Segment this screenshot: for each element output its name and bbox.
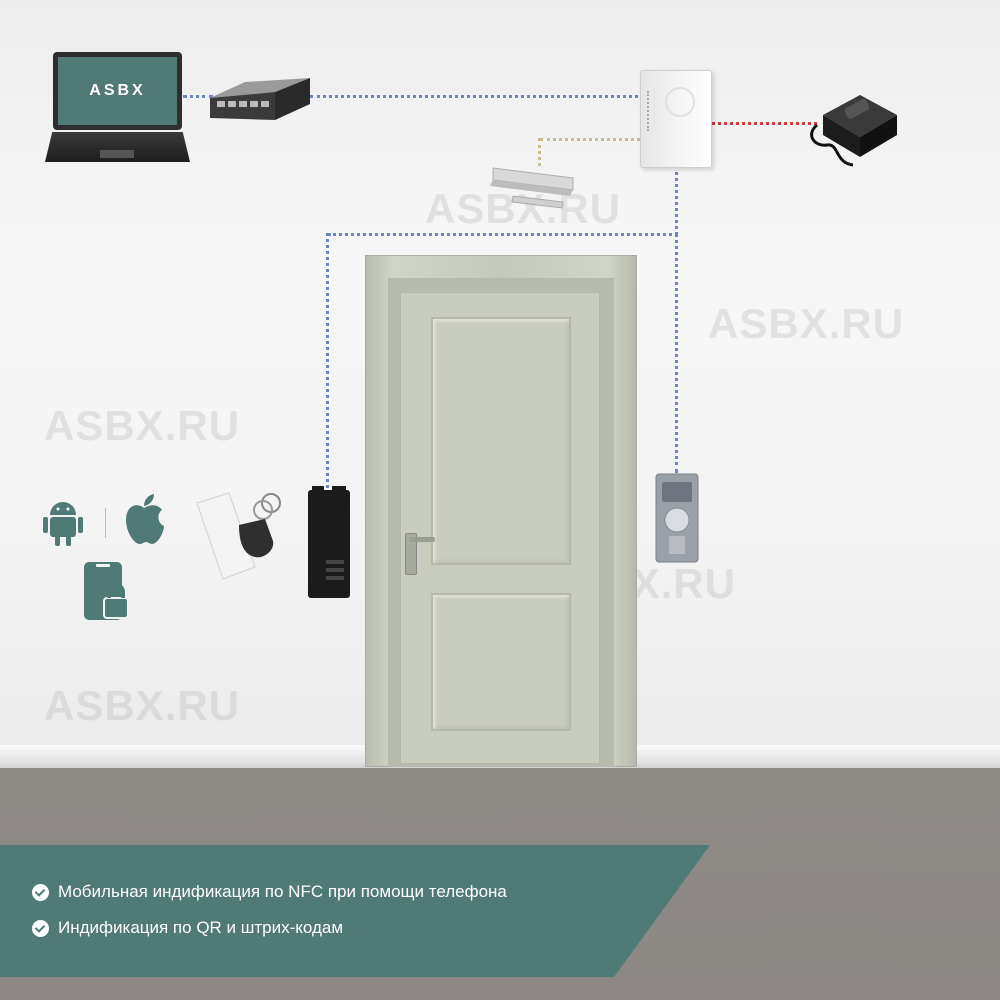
card-reader-icon (308, 486, 350, 598)
controller-vent (647, 91, 651, 131)
access-controller (640, 70, 712, 168)
check-icon (32, 919, 49, 937)
network-wire (310, 95, 645, 98)
power-supply-icon (810, 95, 897, 167)
check-icon (32, 883, 49, 901)
watermark: ASBX.RU (44, 402, 241, 449)
features-banner (0, 845, 710, 977)
network-switch-icon (210, 78, 310, 120)
watermark: ASBX.RU (44, 682, 241, 729)
power-wire (712, 122, 817, 125)
network-wire (183, 95, 213, 98)
watermark: ASBX.RU (708, 300, 905, 347)
lock-wire (540, 138, 646, 141)
laptop-touchpad (100, 150, 134, 158)
laptop-screen-label: ASBX (89, 82, 146, 99)
door-panel (400, 292, 600, 764)
door-upper-inset (431, 317, 571, 565)
exit-button-wire (675, 233, 678, 473)
reader-wire (326, 233, 329, 488)
reader-wire (675, 165, 678, 235)
divider (105, 508, 106, 538)
feature-item: Индификация по QR и штрих-кодам (32, 918, 343, 938)
phone-lock-icon (84, 562, 129, 620)
reader-wire (328, 233, 678, 236)
apple-icon (126, 494, 164, 544)
door-handle[interactable] (405, 533, 417, 575)
laptop-screen: ASBX (53, 52, 182, 130)
lock-wire (538, 138, 541, 166)
exit-button-icon (655, 473, 699, 563)
feature-item: Мобильная индификация по NFC при помощи … (32, 882, 507, 902)
watermark: ASBX.RU (425, 185, 622, 232)
door-handle-lever[interactable] (409, 537, 435, 542)
controller-logo-icon (665, 87, 695, 117)
android-icon (43, 502, 83, 546)
laptop-display: ASBX (58, 57, 177, 125)
feature-text: Индификация по QR и штрих-кодам (58, 918, 344, 937)
rfid-card-keyfob-icon (196, 492, 281, 580)
door-lower-inset (431, 593, 571, 731)
laptop: ASBX (45, 52, 190, 164)
magnetic-lock-icon (490, 167, 574, 209)
feature-text: Мобильная индификация по NFC при помощи … (58, 882, 507, 901)
